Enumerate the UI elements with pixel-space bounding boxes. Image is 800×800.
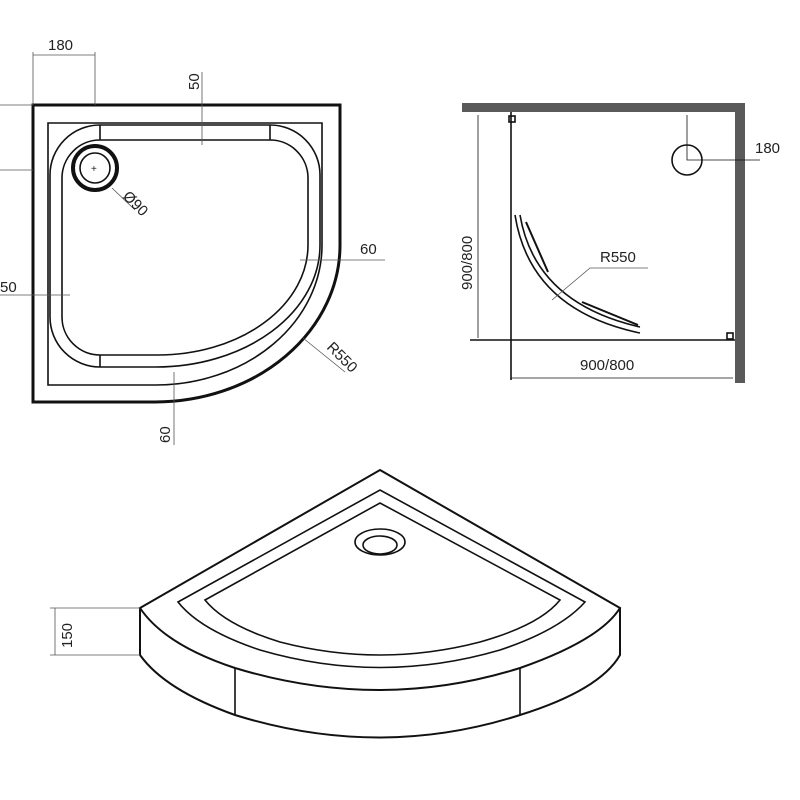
dim-drain-diameter: Ø90 [119,188,151,220]
isometric-view: 150 [50,468,622,739]
drain-inner [79,152,111,184]
dim-line [32,52,96,105]
dim-tray-height: 150 [59,623,76,648]
dim-top-rim: 50 [186,73,203,90]
tray-inner-rim [176,489,587,669]
tray-outline [31,103,342,404]
dim-line [302,337,346,373]
dim-line [111,187,136,211]
tray-basin-inner [61,139,309,356]
tray-top-outline [138,468,622,691]
drain-icon [71,144,119,192]
tray-inner-rim [47,122,323,386]
dim-radius: R550 [600,249,636,266]
tray-edge-lines [470,112,735,380]
drain-center-mark: + [91,164,97,175]
door-arc-outer [514,214,641,334]
front-seams [234,668,521,715]
tray-basin-outer [49,124,321,368]
dim-width: 900/800 [580,357,634,374]
door-arc-inner [519,214,641,328]
dim-line [686,115,760,161]
dim-bottom-rim: 60 [157,426,174,443]
dim-drain-offset: 180 [755,140,780,157]
dim-height: 900/800 [459,236,476,290]
wall-right [735,103,745,383]
door-swing-arrow [525,221,639,326]
corner-mark [726,332,734,340]
dim-radius: R550 [323,339,360,376]
drain-inner [362,535,398,555]
drain-icon [354,528,406,556]
wall-top [462,103,745,112]
dim-left-rim: 50 [0,279,17,296]
tray-basin [203,502,562,656]
dim-line [551,267,648,301]
corner-mark [508,115,516,123]
dim-line [0,72,203,171]
dim-line [50,607,140,656]
plan-view: + 180 50 Ø90 60 50 R550 60 [0,37,385,445]
dim-drain-offset: 180 [48,37,73,54]
dim-right-rim: 60 [360,241,377,258]
tray-front-face [139,608,621,739]
installation-view: R550 900/800 900/800 180 [459,103,780,383]
